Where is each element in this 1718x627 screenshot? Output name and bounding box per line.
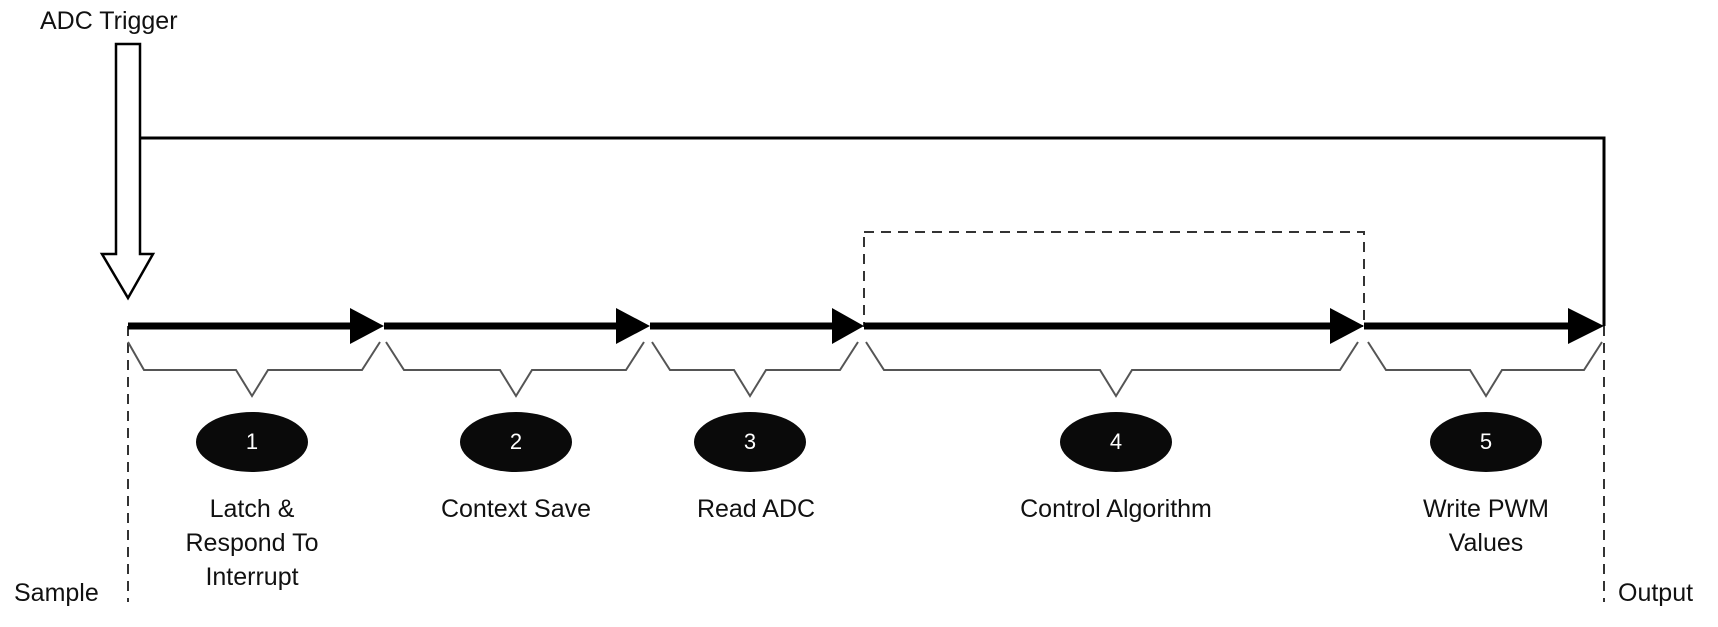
- step-number-badge: 4: [1060, 412, 1172, 472]
- step-label-line: Values: [1448, 529, 1524, 557]
- step-label-line: Respond To: [185, 529, 319, 557]
- step-label-line: Interrupt: [205, 563, 299, 591]
- segment-arrowhead: [1330, 308, 1364, 344]
- timeline-segment-2: [384, 308, 650, 344]
- adc-trigger-label: ADC Trigger: [40, 7, 178, 35]
- step-label: Read ADC: [650, 492, 862, 526]
- step-label: Write PWM Values: [1380, 492, 1592, 560]
- segment-arrowhead: [616, 308, 650, 344]
- segment-arrowhead: [350, 308, 384, 344]
- step-label-line: Control Algorithm: [1020, 495, 1212, 523]
- step-label: Control Algorithm: [980, 492, 1252, 526]
- adc-trigger-arrow: [99, 42, 156, 301]
- timeline-segment-4: [864, 308, 1364, 344]
- control-algorithm-dashed-box: [863, 231, 1365, 327]
- timeline-segment-1: [128, 308, 384, 344]
- brace-step-5: [1367, 341, 1603, 398]
- step-number-badge: 1: [196, 412, 308, 472]
- feedback-loop-line: [138, 136, 1606, 326]
- step-label-line: Read ADC: [696, 495, 816, 523]
- timeline-segment-3: [650, 308, 864, 344]
- step-label: Latch & Respond To Interrupt: [152, 492, 352, 594]
- step-label-line: Latch &: [209, 495, 295, 523]
- step-label: Context Save: [406, 492, 626, 526]
- step-number-badge: 5: [1430, 412, 1542, 472]
- brace-step-1: [127, 341, 381, 398]
- brace-step-3: [651, 341, 859, 398]
- step-number-badge: 2: [460, 412, 572, 472]
- timeline-segment-5: [1364, 308, 1604, 344]
- segment-arrowhead: [832, 308, 864, 344]
- step-label-line: Context Save: [440, 495, 592, 523]
- step-label-line: Write PWM: [1423, 495, 1549, 523]
- brace-step-2: [385, 341, 645, 398]
- step-number-badge: 3: [694, 412, 806, 472]
- segment-arrowhead: [1568, 308, 1604, 344]
- brace-step-4: [865, 341, 1359, 398]
- output-label: Output: [1618, 579, 1694, 607]
- sample-label: Sample: [14, 579, 99, 607]
